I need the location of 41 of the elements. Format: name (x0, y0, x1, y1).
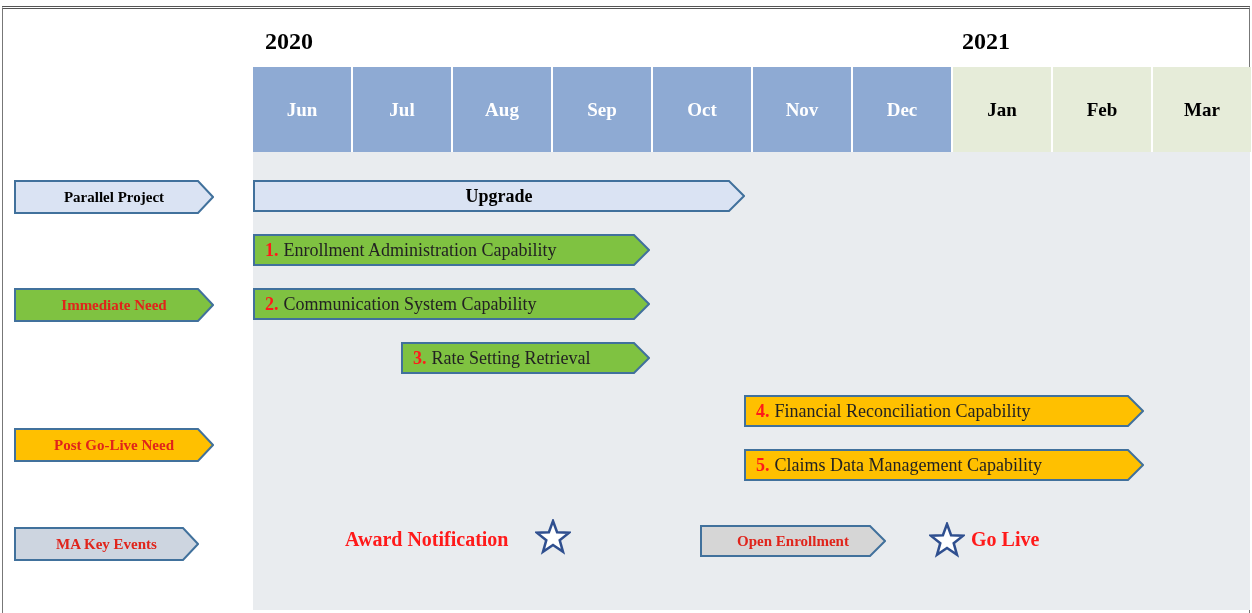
year-label: 2021 (962, 28, 1010, 55)
task-label: Open Enrollment (737, 532, 849, 550)
month-header: Nov (753, 67, 851, 152)
month-header: Aug (453, 67, 551, 152)
category-tag (14, 180, 214, 214)
month-header: Jan (953, 67, 1051, 152)
event-label: Award Notification (345, 528, 509, 551)
task-label: Financial Reconciliation Capability (774, 400, 1031, 422)
task-label: Parallel Project (63, 188, 165, 206)
task-label: Enrollment Administration Capability (283, 239, 557, 261)
task-number: 4. (756, 400, 770, 422)
task-bar (401, 342, 650, 374)
month-header: Dec (853, 67, 951, 152)
task-number: 1. (265, 239, 279, 261)
event-label: Go Live (971, 528, 1040, 551)
task-label: Post Go-Live Need (54, 436, 174, 454)
month-header: Jun (253, 67, 351, 152)
task-label: Upgrade (465, 185, 533, 207)
task-number: 5. (756, 454, 770, 476)
task-bar (253, 180, 745, 212)
event-tag (700, 525, 886, 557)
month-header: Sep (553, 67, 651, 152)
task-bar (253, 234, 650, 266)
task-label: Communication System Capability (283, 293, 537, 315)
category-tag (14, 288, 214, 322)
category-tag (14, 527, 199, 561)
task-number: 2. (265, 293, 279, 315)
month-header: Mar (1153, 67, 1251, 152)
task-label: Immediate Need (61, 296, 167, 314)
task-bar (744, 449, 1144, 481)
month-header: Jul (353, 67, 451, 152)
category-tag (14, 428, 214, 462)
month-header: Feb (1053, 67, 1151, 152)
task-label: Claims Data Management Capability (774, 454, 1042, 476)
year-label: 2020 (265, 28, 313, 55)
task-label: MA Key Events (56, 535, 157, 553)
task-number: 3. (413, 347, 427, 369)
month-header: Oct (653, 67, 751, 152)
task-bar (744, 395, 1144, 427)
task-bar (253, 288, 650, 320)
task-label: Rate Setting Retrieval (431, 347, 591, 369)
